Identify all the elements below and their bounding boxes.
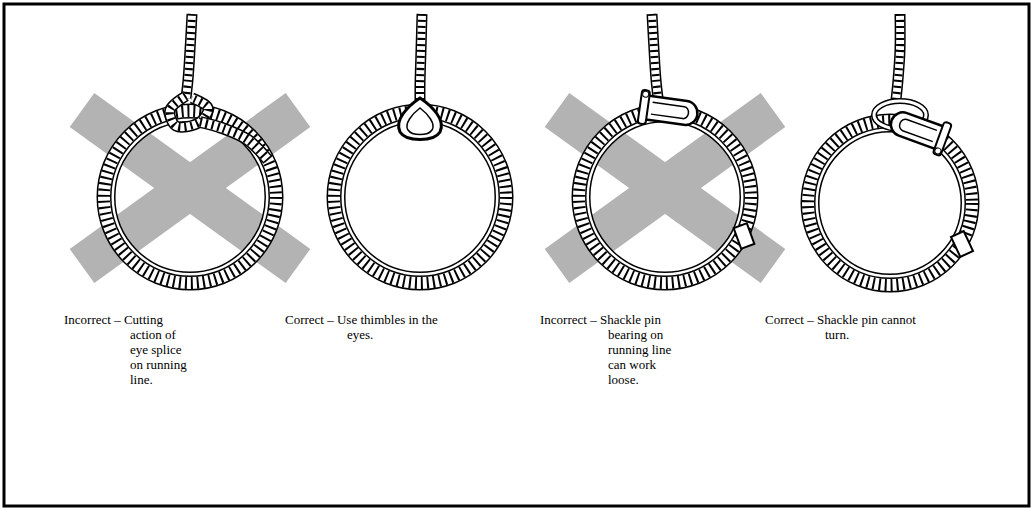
shackle: [638, 90, 700, 132]
rope-body: [200, 122, 268, 160]
rope-twist: [420, 14, 422, 100]
rope-body: [186, 14, 192, 98]
ring-outline: [342, 119, 498, 275]
rope-body: [808, 121, 972, 285]
shackle-pin: [638, 90, 651, 125]
rope-twist: [104, 111, 276, 283]
metal-ring: [112, 119, 268, 275]
splice-collar: [951, 231, 973, 257]
rope: [186, 14, 192, 98]
rope: [652, 14, 658, 98]
rope-edge: [200, 122, 268, 160]
rope: [579, 111, 751, 283]
rope: [808, 121, 972, 285]
shackle-inner: [651, 102, 689, 119]
figure-caption: Correct – Shackle pin cannot turn.: [765, 312, 925, 342]
rope: [420, 14, 422, 100]
thimble: [399, 98, 442, 140]
figure-caption: Correct – Use thimbles in the eyes.: [285, 312, 445, 342]
rope-edge: [896, 14, 900, 100]
rope-edge: [420, 14, 422, 100]
metal-ring: [342, 119, 498, 275]
metal-ring: [587, 119, 743, 275]
splice-collar: [734, 223, 755, 248]
shackle-inner: [898, 118, 937, 142]
rope-twist: [579, 111, 751, 283]
pin-head: [934, 147, 942, 155]
rope-twist: [896, 14, 900, 100]
rope-body: [652, 14, 658, 98]
rope: [200, 122, 268, 160]
rope-edge: [186, 14, 192, 98]
rope-twist: [186, 14, 192, 98]
shackle: [886, 104, 952, 156]
shackle-pin: [933, 121, 952, 156]
rope-twist: [200, 122, 268, 160]
rope-edge: [808, 121, 972, 285]
rope: [896, 14, 900, 100]
frame: [4, 4, 1029, 506]
ring-face: [342, 119, 498, 275]
pin-head: [642, 91, 649, 98]
rope-twist: [808, 121, 972, 285]
thimble-groove: [407, 108, 433, 135]
rope-edge: [579, 111, 751, 283]
rope-body: [896, 14, 900, 100]
ring-outline: [112, 119, 268, 275]
rope-body: [579, 111, 751, 283]
shackle-bow: [644, 95, 699, 126]
ring-face: [112, 119, 268, 275]
ring-face: [587, 119, 743, 275]
rope-edge: [104, 111, 276, 283]
ring-outline: [587, 119, 743, 275]
rope: [104, 111, 276, 283]
rope-body: [420, 14, 422, 100]
rope-edge: [652, 14, 658, 98]
rope-twist: [652, 14, 658, 98]
figure-caption: Incorrect – Shackle pin bearing on runni…: [540, 312, 688, 387]
figure-caption: Incorrect – Cutting action of eye splice…: [64, 312, 196, 387]
rope-body: [104, 111, 276, 283]
